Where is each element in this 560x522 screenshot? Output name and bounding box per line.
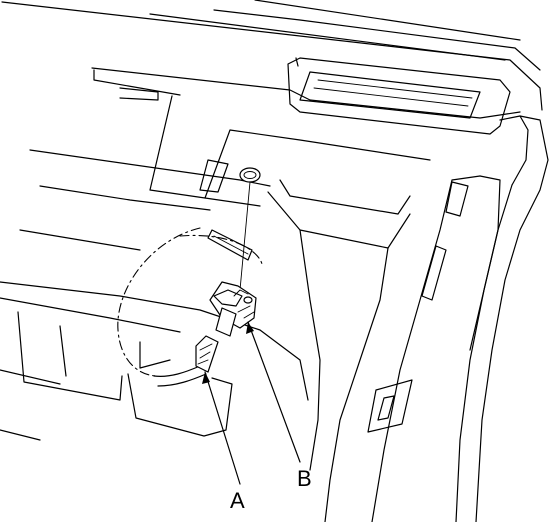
leader-line-a <box>204 371 241 485</box>
mounting-hole <box>239 167 261 291</box>
center-air-vent <box>287 57 511 135</box>
connector-a <box>195 335 219 373</box>
arrowhead-a <box>202 372 210 384</box>
arrowhead-b <box>246 322 254 334</box>
callout-a: A <box>230 488 245 513</box>
callout-b: B <box>297 466 312 491</box>
leader-lines <box>202 321 301 485</box>
dashboard-upper-panel <box>1 0 543 119</box>
lower-console <box>0 95 431 522</box>
leader-line-b <box>247 321 301 463</box>
right-dash-column <box>367 115 549 522</box>
small-tab <box>207 229 253 261</box>
wire-harness <box>153 365 207 387</box>
removal-path-dashed <box>117 227 263 377</box>
component-b <box>209 281 257 337</box>
